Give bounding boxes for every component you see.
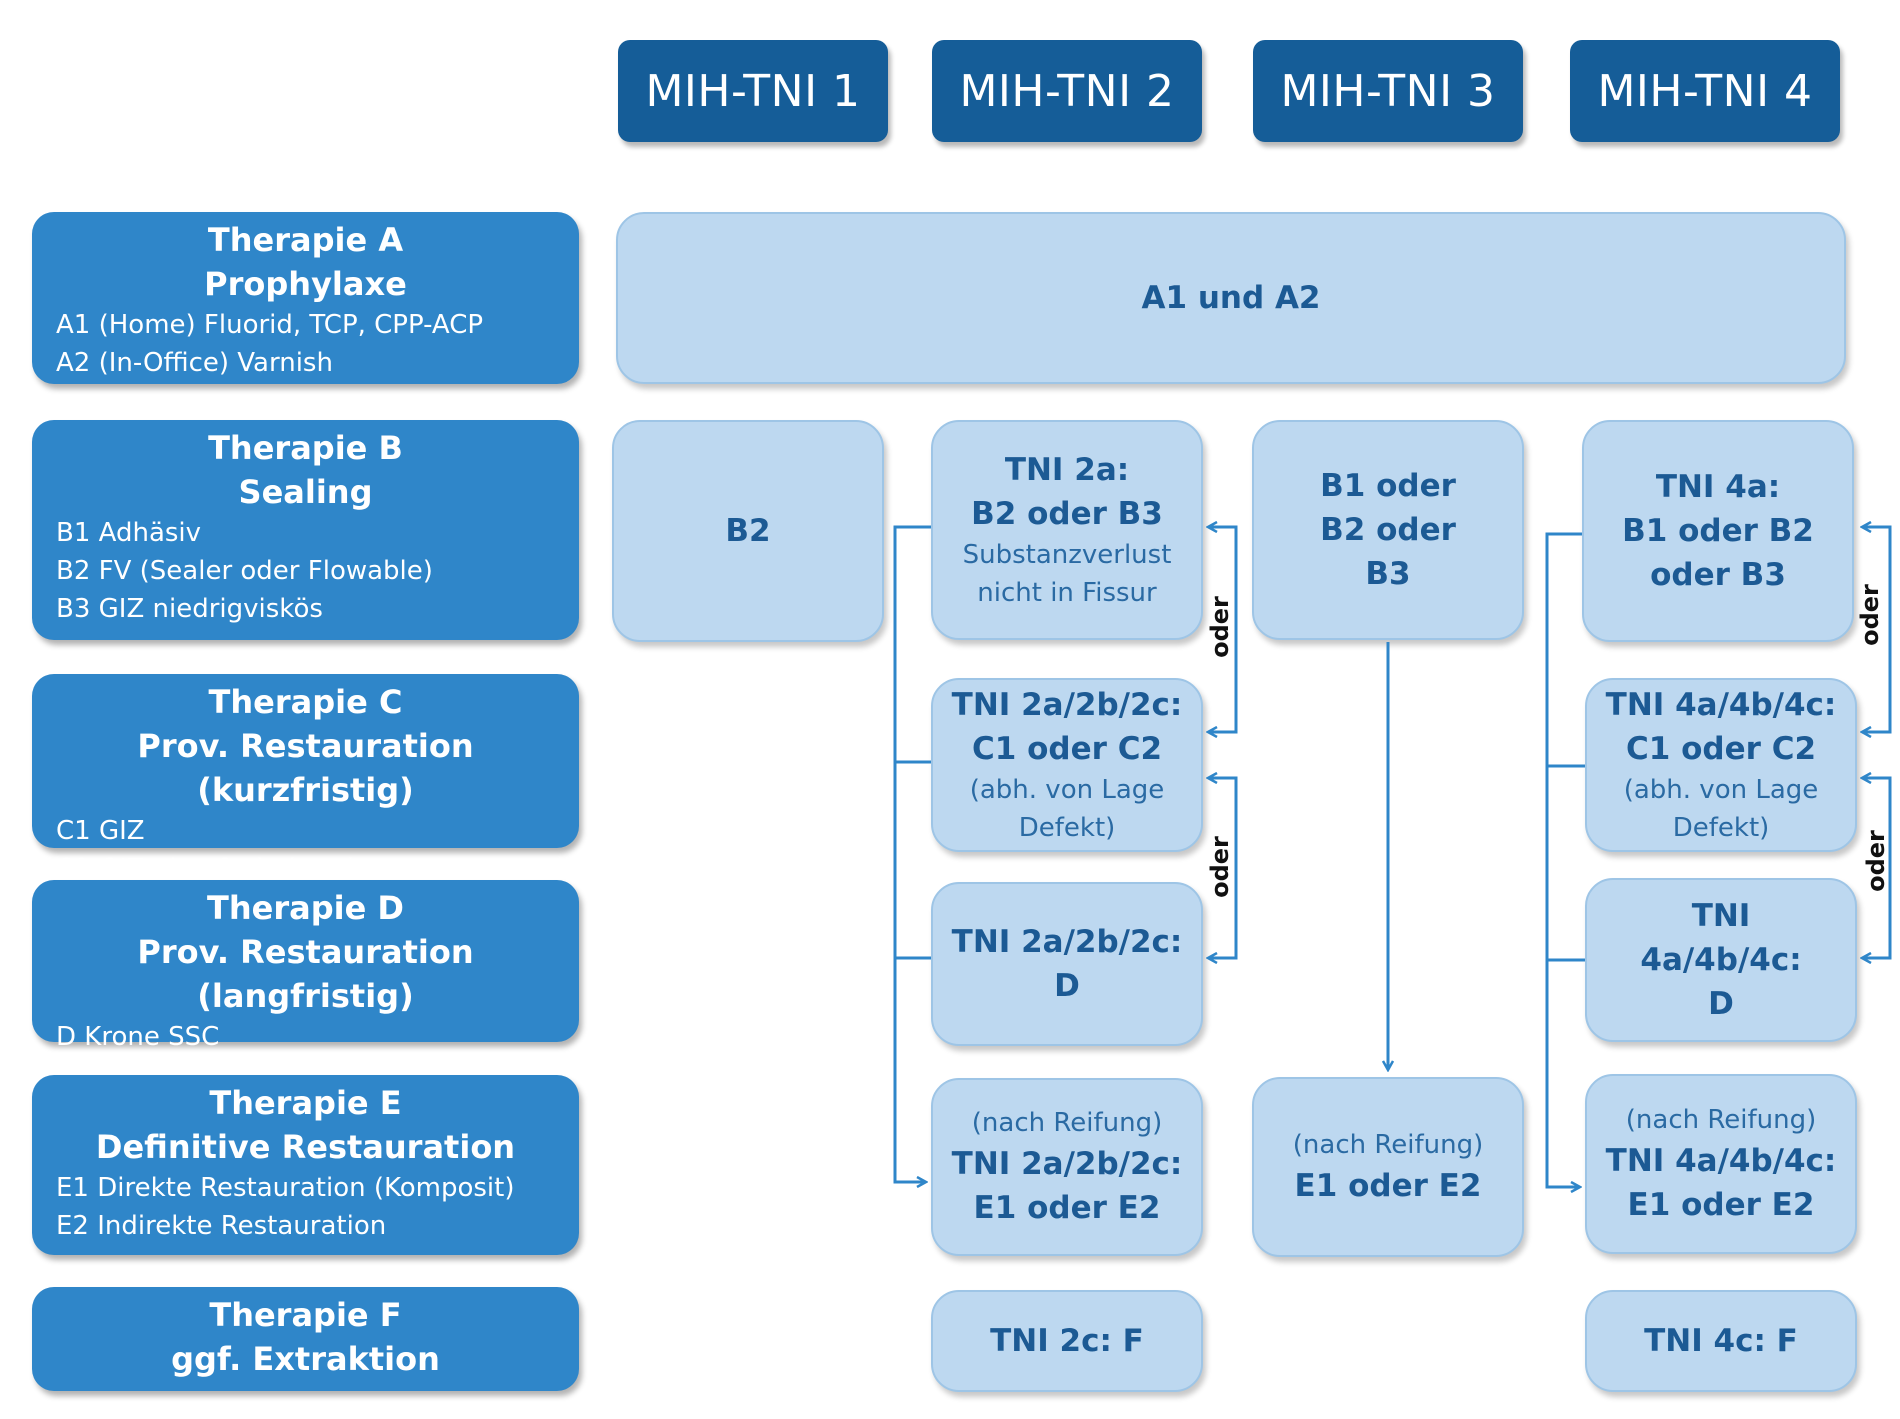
box-note: nicht in Fissur xyxy=(977,578,1157,608)
header-label: MIH-TNI 1 xyxy=(645,65,861,117)
box-label: TNI xyxy=(1691,898,1751,934)
therapy-title: Therapie D xyxy=(207,889,404,927)
box-tni4-prov-lang: TNI 4a/4b/4c: D xyxy=(1585,878,1857,1042)
box-tni4-sealing: TNI 4a: B1 oder B2 oder B3 xyxy=(1582,420,1854,642)
oder-label: oder xyxy=(1206,836,1234,898)
box-tni3-sealing: B1 oder B2 oder B3 xyxy=(1252,420,1524,640)
box-a1-und-a2: A1 und A2 xyxy=(616,212,1846,384)
therapy-title: Therapie B xyxy=(208,429,403,467)
box-label: TNI 2a: xyxy=(1004,452,1130,488)
therapy-subtitle: Definitive Restauration xyxy=(95,1128,516,1166)
box-tni2-extraktion: TNI 2c: F xyxy=(931,1290,1203,1392)
therapy-title: Therapie F xyxy=(209,1296,402,1334)
box-note: Defekt) xyxy=(1018,813,1116,843)
therapy-subtitle: Prophylaxe xyxy=(204,265,407,303)
tni4-oder-connector-2b xyxy=(1862,778,1892,958)
box-label: TNI 4a/4b/4c: xyxy=(1605,687,1837,723)
box-tni4-extraktion: TNI 4c: F xyxy=(1585,1290,1857,1392)
therapy-title: Therapie A xyxy=(207,221,404,259)
therapy-e-card: Therapie E Definitive Restauration E1 Di… xyxy=(32,1075,579,1255)
box-label: C1 oder C2 xyxy=(971,731,1163,767)
therapy-option: E1 Direkte Restauration (Komposit) xyxy=(56,1173,515,1203)
box-tni2-definitive: (nach Reifung) TNI 2a/2b/2c: E1 oder E2 xyxy=(931,1078,1203,1256)
tni2-oder-connector-2b xyxy=(1208,778,1238,958)
box-label: D xyxy=(1054,968,1080,1004)
box-tni3-definitive: (nach Reifung) E1 oder E2 xyxy=(1252,1077,1524,1257)
box-label: TNI 4c: F xyxy=(1644,1323,1798,1359)
box-label: C1 oder C2 xyxy=(1625,731,1817,767)
box-tni4-prov-kurz: TNI 4a/4b/4c: C1 oder C2 (abh. von Lage … xyxy=(1585,678,1857,852)
box-label: D xyxy=(1708,986,1734,1022)
tni4-bracket-line xyxy=(1545,532,1582,1187)
box-label: B2 xyxy=(725,513,771,549)
box-label: B1 oder xyxy=(1320,468,1456,504)
box-note: (nach Reifung) xyxy=(971,1108,1163,1138)
therapy-a-card: Therapie A Prophylaxe A1 (Home) Fluorid,… xyxy=(32,212,579,384)
therapy-option: D Krone SSC xyxy=(56,1022,220,1052)
oder-label: oder xyxy=(1856,584,1884,646)
box-tni2-sealing: TNI 2a: B2 oder B3 Substanzverlust nicht… xyxy=(931,420,1203,640)
therapy-option: B1 Adhäsiv xyxy=(56,518,202,548)
therapy-b-card: Therapie B Sealing B1 Adhäsiv B2 FV (Sea… xyxy=(32,420,579,640)
box-label: B2 oder B3 xyxy=(971,496,1163,532)
box-label: A1 und A2 xyxy=(1141,280,1321,316)
box-label: TNI 2a/2b/2c: xyxy=(951,1146,1183,1182)
header-label: MIH-TNI 4 xyxy=(1597,65,1813,117)
box-tni2-prov-kurz: TNI 2a/2b/2c: C1 oder C2 (abh. von Lage … xyxy=(931,678,1203,852)
box-label: B2 oder xyxy=(1320,512,1456,548)
header-mih-tni-2: MIH-TNI 2 xyxy=(932,40,1202,142)
box-label: oder B3 xyxy=(1650,557,1786,593)
header-mih-tni-1: MIH-TNI 1 xyxy=(618,40,888,142)
therapy-d-card: Therapie D Prov. Restauration (langfrist… xyxy=(32,880,579,1052)
therapy-f-card: Therapie F ggf. Extraktion xyxy=(32,1287,579,1391)
therapy-title: Therapie C xyxy=(208,683,403,721)
box-note: Defekt) xyxy=(1672,813,1770,843)
box-tni1-b2: B2 xyxy=(612,420,884,642)
box-label: B3 xyxy=(1365,556,1411,592)
box-note: (abh. von Lage xyxy=(969,775,1165,805)
therapy-subtitle: Prov. Restauration (langfristig) xyxy=(137,933,474,1015)
box-label: E1 oder E2 xyxy=(973,1190,1161,1226)
header-label: MIH-TNI 3 xyxy=(1280,65,1496,117)
box-label: TNI 2a/2b/2c: xyxy=(951,687,1183,723)
therapy-option: C2 GIZ plus Orthoband xyxy=(56,854,355,884)
box-label: E1 oder E2 xyxy=(1294,1168,1482,1204)
therapy-option: E2 Indirekte Restauration xyxy=(56,1211,387,1241)
box-note: (abh. von Lage xyxy=(1623,775,1819,805)
therapy-option: A2 (In-Office) Varnish xyxy=(56,348,333,378)
therapy-subtitle: Sealing xyxy=(238,473,373,511)
box-label: TNI 4a/4b/4c: xyxy=(1605,1143,1837,1179)
header-mih-tni-3: MIH-TNI 3 xyxy=(1253,40,1523,142)
tni2-bracket-line xyxy=(893,525,931,1182)
box-label: E1 oder E2 xyxy=(1627,1187,1815,1223)
therapy-subtitle: ggf. Extraktion xyxy=(171,1340,440,1378)
therapy-title: Therapie E xyxy=(209,1084,402,1122)
box-tni4-definitive: (nach Reifung) TNI 4a/4b/4c: E1 oder E2 xyxy=(1585,1074,1857,1254)
box-note: Substanzverlust xyxy=(962,540,1172,570)
therapy-c-card: Therapie C Prov. Restauration (kurzfrist… xyxy=(32,674,579,884)
box-label: TNI 2c: F xyxy=(990,1323,1144,1359)
box-label: TNI 2a/2b/2c: xyxy=(951,924,1183,960)
oder-label: oder xyxy=(1206,596,1234,658)
box-label: 4a/4b/4c: xyxy=(1640,942,1802,978)
header-mih-tni-4: MIH-TNI 4 xyxy=(1570,40,1840,142)
therapy-option: C1 GIZ xyxy=(56,816,145,846)
box-note: (nach Reifung) xyxy=(1625,1105,1817,1135)
box-label: B1 oder B2 xyxy=(1622,513,1814,549)
box-tni2-prov-lang: TNI 2a/2b/2c: D xyxy=(931,882,1203,1046)
therapy-subtitle: Prov. Restauration (kurzfristig) xyxy=(137,727,474,809)
tni4-oder-connector-1b xyxy=(1862,527,1892,732)
therapy-option: A1 (Home) Fluorid, TCP, CPP-ACP xyxy=(56,310,484,340)
box-note: (nach Reifung) xyxy=(1292,1130,1484,1160)
tni2-oder-connector-1b xyxy=(1208,527,1238,732)
therapy-option: B3 GIZ niedrigviskös xyxy=(56,594,323,624)
oder-label: oder xyxy=(1862,830,1890,892)
box-label: TNI 4a: xyxy=(1655,469,1781,505)
header-label: MIH-TNI 2 xyxy=(959,65,1175,117)
therapy-option: B2 FV (Sealer oder Flowable) xyxy=(56,556,433,586)
